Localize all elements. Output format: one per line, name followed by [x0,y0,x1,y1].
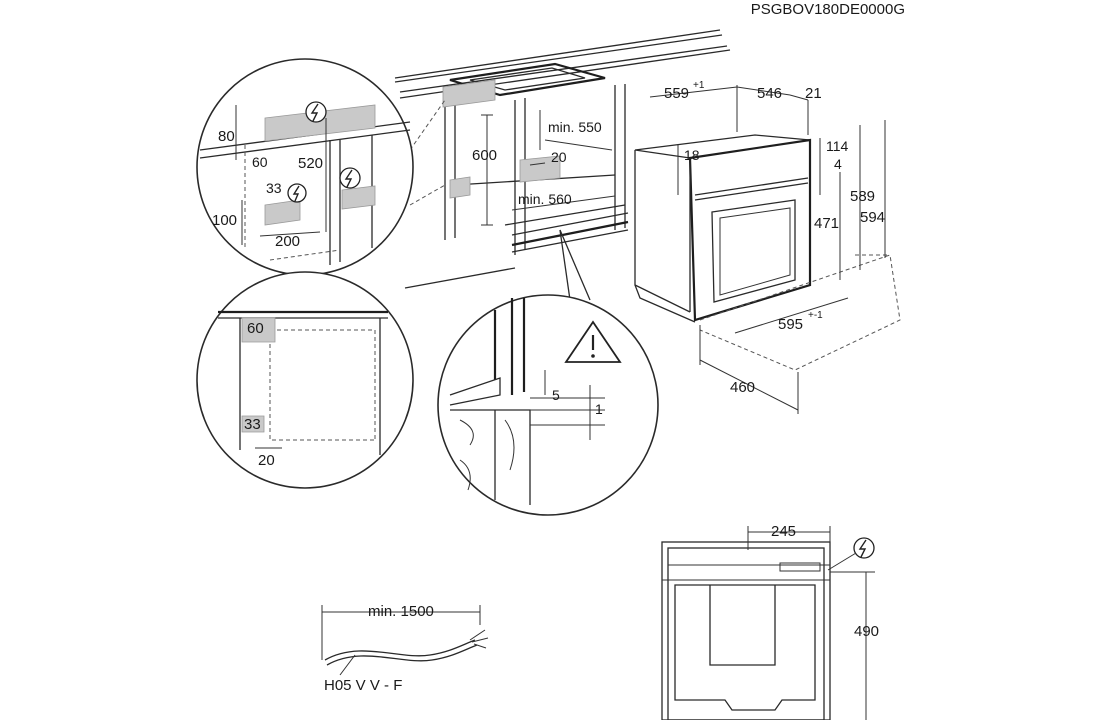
cabinet-perspective: 600 min. 550 20 min. 560 [394,29,731,301]
electric-hazard-icon [339,167,361,189]
dim-595-label: 595 [778,316,803,333]
dim-595-tolerance: +-1 [808,310,823,321]
dim-min550-label: min. 550 [548,119,602,135]
dim-245-label: 245 [771,523,796,540]
dim-520-label: 520 [298,155,323,172]
dim-20-recess-label: 20 [258,452,275,469]
dim-600-label: 600 [472,147,497,164]
dim-80-label: 80 [218,128,235,145]
model-code: PSGBOV180DE0000G [751,1,905,18]
dim-594-label: 594 [860,209,885,226]
dim-20-label: 20 [551,149,567,165]
dim-559-label: 559 [664,85,689,102]
dim-min1500-label: min. 1500 [368,603,434,620]
dim-33-recess-label: 33 [244,416,261,433]
dim-4-label: 4 [834,156,842,172]
warning-triangle-icon [564,320,622,363]
dim-589-label: 589 [850,188,875,205]
electric-hazard-icon [287,183,307,203]
dim-471-label: 471 [814,215,839,232]
dim-559-tolerance: +1 [693,80,705,91]
oven-perspective: 559 +1 546 21 18 114 4 471 589 594 595 +… [634,80,901,414]
dim-100-label: 100 [212,212,237,229]
back-view: 245 490 [661,523,879,721]
detail-gap-circle: 5 1 [437,294,659,516]
detail-recess-circle: 60 33 20 [196,271,414,489]
dim-200-label: 200 [275,233,300,250]
dim-18-label: 18 [684,147,700,163]
dim-min560-label: min. 560 [518,191,572,207]
electric-hazard-icon [305,101,327,123]
electric-hazard-icon [853,537,875,559]
detail-socket-circle: 80 60 520 33 100 200 [196,58,414,276]
dim-60-label: 60 [252,154,268,170]
dim-114-label: 114 [826,138,849,154]
dim-21-label: 21 [805,85,822,102]
dim-5-label: 5 [552,387,560,403]
dim-460-label: 460 [730,379,755,396]
dim-1-label: 1 [595,401,603,417]
dim-546-label: 546 [757,85,782,102]
dim-33-label: 33 [266,180,282,196]
dim-60-recess-label: 60 [247,320,264,337]
cable-type-label: H05 V V - F [324,677,402,694]
power-cable: min. 1500 H05 V V - F [321,603,489,694]
dim-490-label: 490 [854,623,879,640]
